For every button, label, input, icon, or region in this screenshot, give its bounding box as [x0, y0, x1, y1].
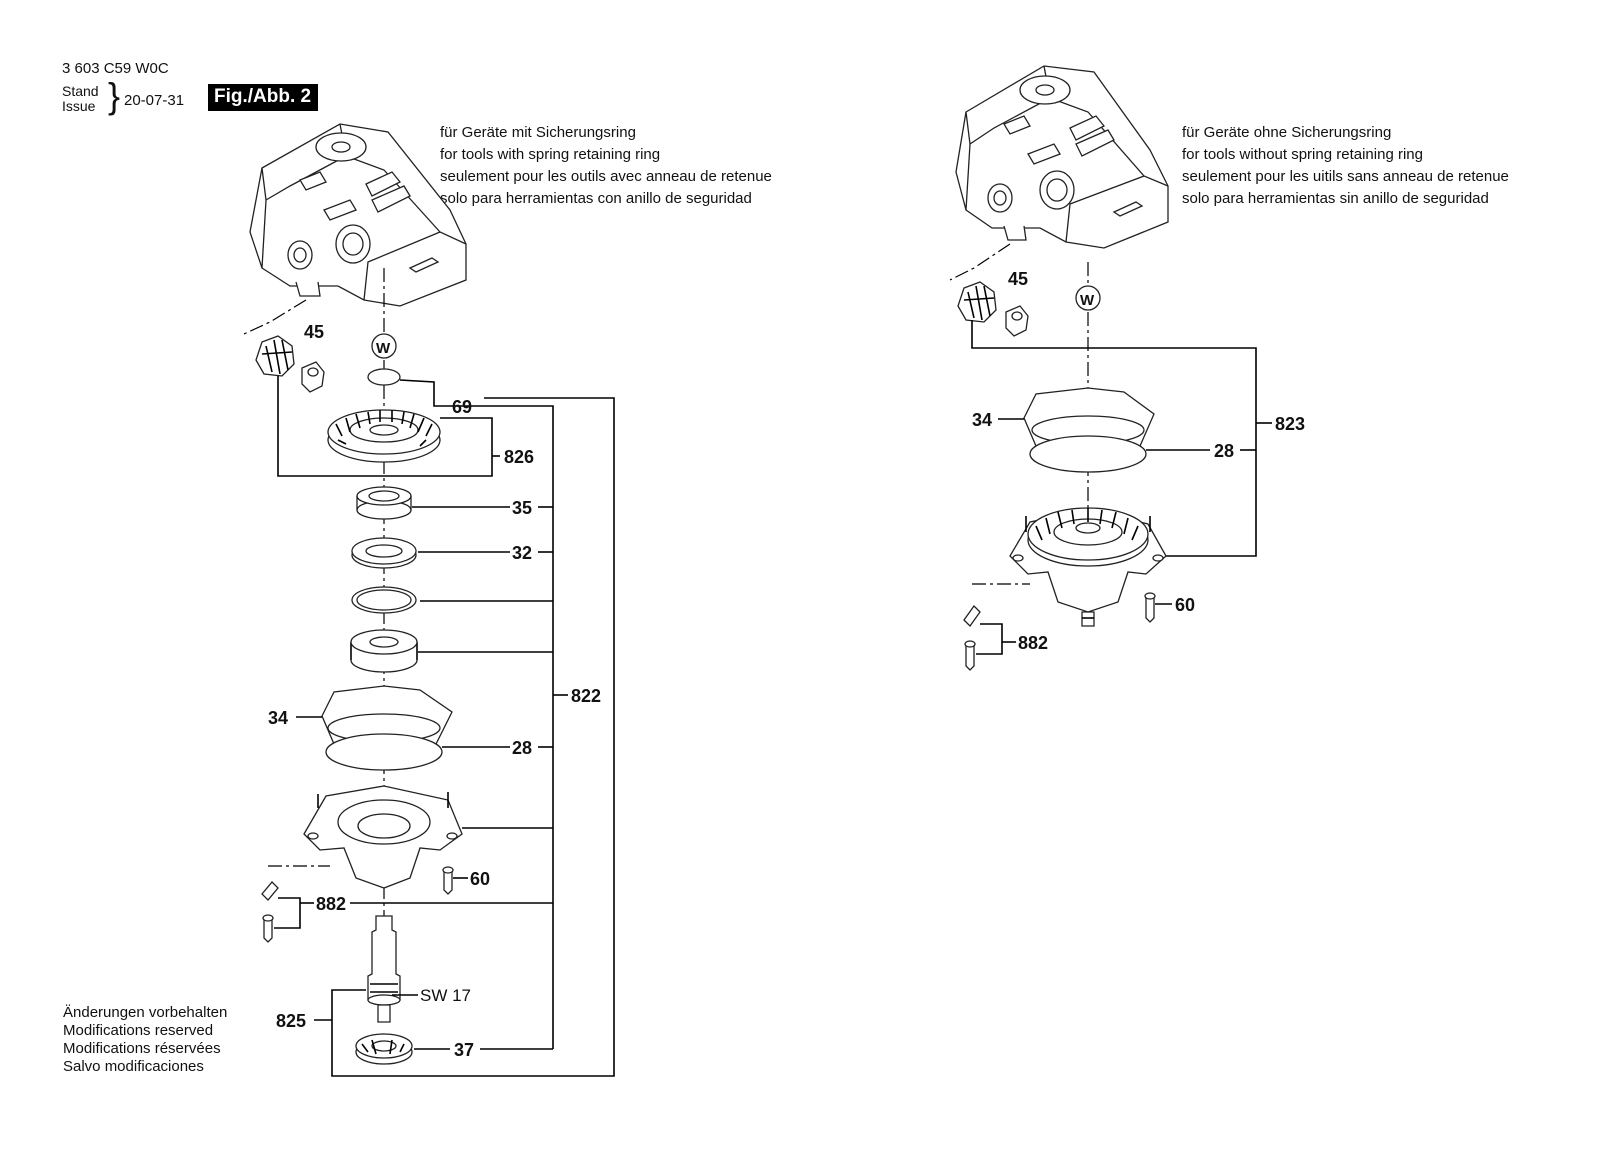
footer-line: Salvo modificaciones [63, 1058, 204, 1075]
lever-882-left [261, 881, 279, 943]
ball-bearing [350, 629, 418, 673]
w-marker-left: W [371, 333, 397, 359]
seal-ring-32 [351, 537, 417, 569]
lever-882-right [963, 604, 981, 671]
w-marker-text: W [376, 340, 391, 357]
w-marker-right: W [1075, 285, 1101, 311]
part-label-69: 69 [452, 397, 472, 417]
part-label-882-right: 882 [1018, 633, 1048, 653]
o-ring-28-right [1029, 435, 1147, 473]
part-label-826: 826 [504, 447, 534, 467]
part-label-28-left: 28 [512, 738, 532, 758]
document-code: 3 603 C59 W0C [62, 60, 169, 77]
part-label-32: 32 [512, 543, 532, 563]
right-note-line: for tools without spring retaining ring [1182, 146, 1423, 163]
pinion-part-left [255, 335, 325, 393]
part-label-34-right: 34 [972, 410, 992, 430]
figure-label: Fig./Abb. 2 [208, 84, 319, 111]
snap-ring [351, 586, 417, 614]
bearing-sleeve-34-right [1023, 387, 1155, 455]
bearing-37 [355, 1033, 413, 1065]
footer-line: Modifications reserved [63, 1022, 214, 1039]
part-label-45-left: 45 [304, 322, 324, 342]
bearing-sleeve-34 [321, 685, 453, 753]
modifications-footer: Änderungen vorbehalten Modifications res… [63, 1004, 227, 1076]
stand-label: Stand [62, 83, 99, 99]
part-label-823: 823 [1275, 414, 1305, 434]
o-ring-28 [325, 733, 443, 771]
needle-bearing-35 [356, 486, 412, 520]
left-note-line: für Geräte mit Sicherungsring [440, 124, 636, 141]
footer-line: Änderungen vorbehalten [63, 1004, 228, 1021]
part-label-37: 37 [454, 1040, 474, 1060]
brace-glyph: } [108, 75, 121, 116]
gear-flange-assembly-right [1009, 507, 1167, 627]
screw-60-left [442, 866, 454, 895]
left-note-line: solo para herramientas con anillo de seg… [440, 190, 752, 207]
screw-60-right [1144, 592, 1156, 623]
part-label-34-left: 34 [268, 708, 288, 728]
part-label-45-right: 45 [1008, 269, 1028, 289]
left-applicability-note: für Geräte mit Sicherungsring for tools … [440, 122, 772, 210]
right-note-line: für Geräte ohne Sicherungsring [1182, 124, 1392, 141]
issue-label: Issue [62, 98, 96, 114]
part-label-28-right: 28 [1214, 441, 1234, 461]
gear-head-housing-left [249, 123, 467, 307]
stand-issue-label: Stand Issue [62, 84, 99, 114]
crown-gear-826 [327, 409, 441, 463]
footer-line: Modifications réservées [63, 1040, 221, 1057]
left-note-line: seulement pour les outils avec anneau de… [440, 168, 772, 185]
issue-date: 20-07-31 [124, 92, 185, 109]
spindle-825 [367, 915, 401, 1023]
part-label-60-left: 60 [470, 869, 490, 889]
part-label-35: 35 [512, 498, 532, 518]
right-note-line: seulement pour les uitils sans anneau de… [1182, 168, 1509, 185]
part-label-825: 825 [276, 1011, 306, 1031]
right-applicability-note: für Geräte ohne Sicherungsring for tools… [1182, 122, 1509, 210]
left-note-line: for tools with spring retaining ring [440, 146, 661, 163]
wrench-size-label: SW 17 [420, 986, 471, 1005]
part-label-822: 822 [571, 686, 601, 706]
right-note-line: solo para herramientas sin anillo de seg… [1182, 190, 1489, 207]
gear-head-housing-right [955, 65, 1169, 249]
retaining-ring-69 [367, 368, 401, 386]
pinion-part-right [957, 281, 1029, 337]
bearing-flange-left [303, 785, 463, 889]
part-label-60-right: 60 [1175, 595, 1195, 615]
part-label-882-left: 882 [316, 894, 346, 914]
w-marker-text: W [1080, 292, 1095, 309]
